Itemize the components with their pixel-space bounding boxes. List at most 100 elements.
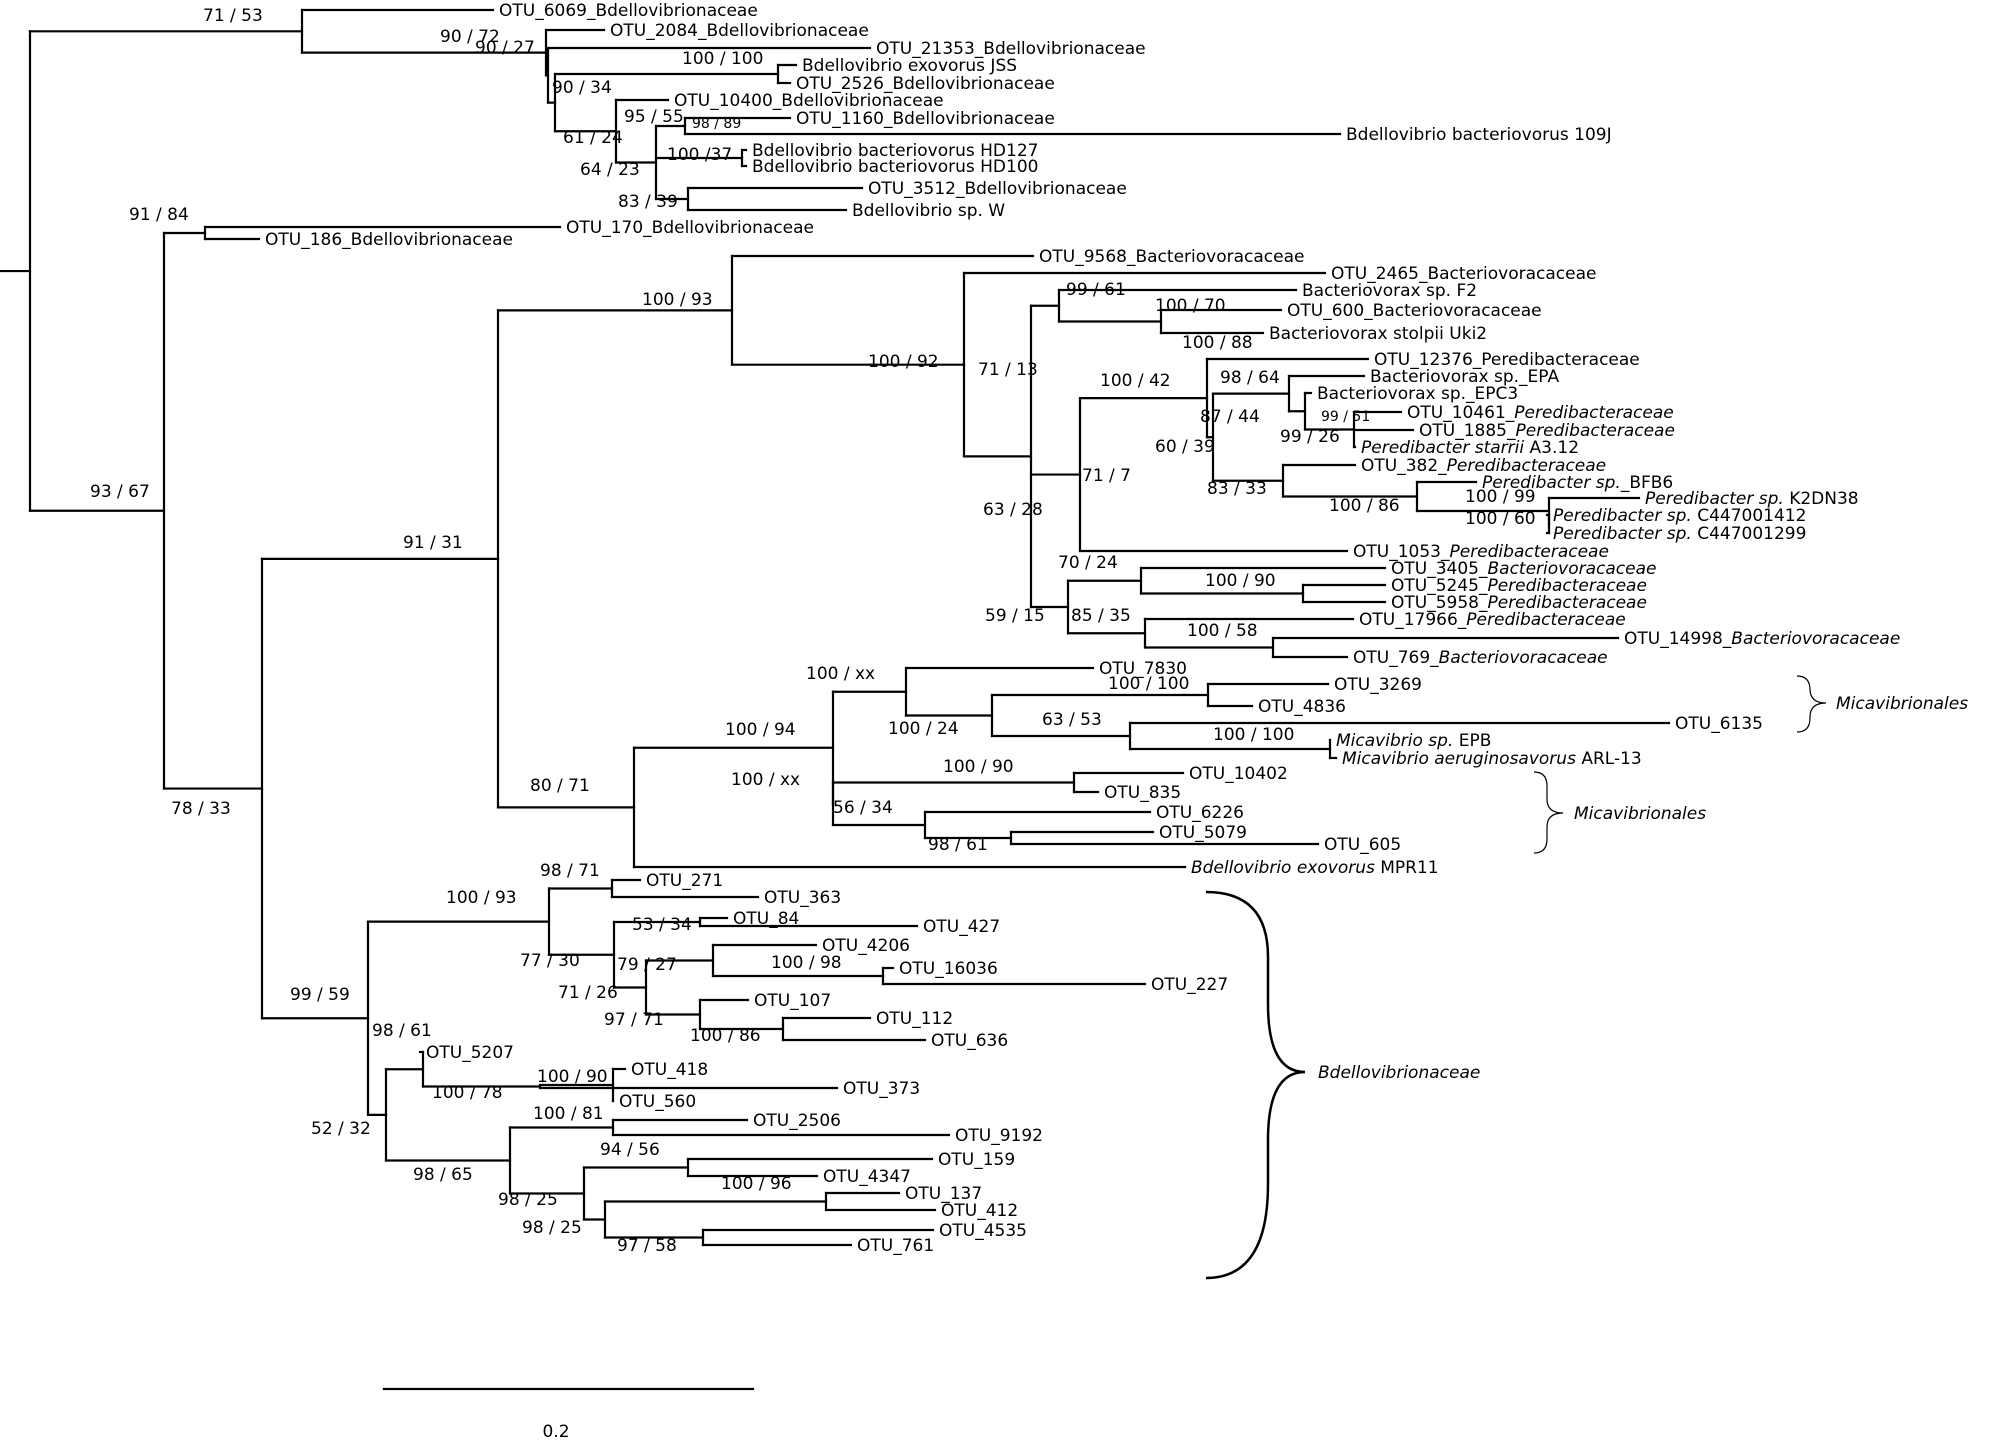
leaf-label: OTU_2465_Bacteriovoracaceae bbox=[1331, 264, 1596, 284]
leaf-label: Micavibrio sp. EPB bbox=[1336, 731, 1491, 751]
leaf-label: OTU_769_Bacteriovoracaceae bbox=[1353, 648, 1608, 668]
leaf-label: OTU_636 bbox=[931, 1031, 1008, 1051]
support-value: 87 / 44 bbox=[1200, 407, 1260, 427]
leaf-label: Bacteriovorax stolpii Uki2 bbox=[1269, 324, 1487, 344]
micavibrionales-lower-brace bbox=[1533, 771, 1564, 854]
support-value: 100 / 92 bbox=[868, 352, 939, 372]
leaf-label: Bdellovibrio bacteriovorus HD127 bbox=[752, 141, 1038, 161]
support-value: 98 / 64 bbox=[1220, 368, 1280, 388]
support-value: 61 / 24 bbox=[563, 128, 623, 148]
support-value: 99 / 59 bbox=[290, 985, 350, 1005]
support-value: 60 / 39 bbox=[1155, 437, 1215, 457]
support-value: 91 / 31 bbox=[403, 533, 463, 553]
support-value: 71 / 53 bbox=[203, 6, 263, 26]
support-value: 100 / 98 bbox=[771, 953, 842, 973]
support-value: 100 / 96 bbox=[721, 1174, 792, 1194]
support-value: 100 / 93 bbox=[446, 888, 517, 908]
leaf-label: OTU_9192 bbox=[955, 1126, 1043, 1146]
support-value: 100 / 100 bbox=[1108, 674, 1189, 694]
support-value: 99 / 51 bbox=[1321, 409, 1370, 425]
support-value: 100 / 60 bbox=[1465, 509, 1536, 529]
support-value: 97 / 58 bbox=[617, 1236, 677, 1256]
leaf-label: Bdellovibrio bacteriovorus HD100 bbox=[752, 157, 1038, 177]
support-value: 98 / 65 bbox=[413, 1165, 473, 1185]
leaf-label: Peredibacter sp._BFB6 bbox=[1482, 473, 1673, 493]
leaf-label: Bacteriovorax sp._EPC3 bbox=[1317, 384, 1518, 404]
support-value: 95 / 55 bbox=[624, 107, 684, 127]
support-value: 83 / 33 bbox=[1207, 479, 1267, 499]
support-value: 99 / 61 bbox=[1066, 280, 1126, 300]
leaf-label: OTU_1053_Peredibacteraceae bbox=[1353, 542, 1609, 562]
tree-branches bbox=[0, 8, 1671, 1247]
support-value: 98 / 25 bbox=[498, 1190, 558, 1210]
support-value: 98 / 61 bbox=[372, 1021, 432, 1041]
support-value: 100 / 94 bbox=[725, 720, 796, 740]
support-value: 71 / 26 bbox=[558, 983, 618, 1003]
support-value: 100 /37 bbox=[667, 145, 732, 165]
leaf-label: OTU_227 bbox=[1151, 975, 1228, 995]
leaf-label: OTU_1160_Bdellovibrionaceae bbox=[796, 109, 1055, 129]
support-value: 100 / 86 bbox=[1329, 496, 1400, 516]
support-value: 90 / 72 bbox=[440, 27, 500, 47]
support-value: 99 / 26 bbox=[1280, 427, 1340, 447]
leaf-label: OTU_10461_Peredibacteraceae bbox=[1407, 403, 1674, 423]
support-value: 100 / 99 bbox=[1465, 487, 1536, 507]
clade-label-micavibrionales-upper: Micavibrionales bbox=[1836, 694, 1968, 714]
support-value: 100 / 58 bbox=[1187, 621, 1258, 641]
support-value: 70 / 24 bbox=[1058, 553, 1118, 573]
support-value: 94 / 56 bbox=[600, 1140, 660, 1160]
leaf-label: Bdellovibrio exovorus JSS bbox=[802, 56, 1017, 76]
leaf-label: OTU_10400_Bdellovibrionaceae bbox=[674, 91, 944, 111]
leaf-label: OTU_7830 bbox=[1099, 659, 1187, 679]
leaf-label: OTU_373 bbox=[843, 1079, 920, 1099]
support-value: 100 / 90 bbox=[537, 1067, 608, 1087]
support-value: 98 / 25 bbox=[522, 1218, 582, 1238]
leaf-label: OTU_159 bbox=[938, 1150, 1015, 1170]
leaf-label: Bdellovibrio sp. W bbox=[852, 201, 1005, 221]
leaf-label: OTU_3512_Bdellovibrionaceae bbox=[868, 179, 1127, 199]
leaf-label: OTU_170_Bdellovibrionaceae bbox=[566, 218, 814, 238]
leaf-label: OTU_363 bbox=[764, 888, 841, 908]
leaf-label: OTU_412 bbox=[941, 1201, 1018, 1221]
support-value: 100 / xx bbox=[806, 664, 875, 684]
support-value: 98 / 71 bbox=[540, 861, 600, 881]
support-value: 98 / 89 bbox=[692, 116, 741, 132]
support-value: 100 / 93 bbox=[642, 290, 713, 310]
leaf-label: OTU_9568_Bacteriovoracaceae bbox=[1039, 247, 1304, 267]
leaf-label: OTU_600_Bacteriovoracaceae bbox=[1287, 301, 1542, 321]
leaf-label: OTU_4535 bbox=[939, 1221, 1027, 1241]
support-value: 78 / 33 bbox=[171, 799, 231, 819]
scale-bar-label: 0.2 bbox=[542, 1422, 569, 1441]
clade-label-micavibrionales-lower: Micavibrionales bbox=[1574, 804, 1706, 824]
support-value: 100 / xx bbox=[731, 770, 800, 790]
leaf-label: Bacteriovorax sp._EPA bbox=[1370, 367, 1559, 387]
support-value: 79 / 27 bbox=[617, 955, 677, 975]
leaf-label: Peredibacter sp. K2DN38 bbox=[1645, 489, 1859, 509]
support-value: 63 / 28 bbox=[983, 500, 1043, 520]
leaf-label: OTU_84 bbox=[733, 909, 799, 929]
bdellovibrionaceae-brace bbox=[1205, 890, 1306, 1280]
leaf-label: OTU_1885_Peredibacteraceae bbox=[1419, 421, 1675, 441]
leaf-label: OTU_3405_Bacteriovoracaceae bbox=[1391, 559, 1656, 579]
leaf-label: OTU_2506 bbox=[753, 1111, 841, 1131]
leaf-label: OTU_186_Bdellovibrionaceae bbox=[265, 230, 513, 250]
support-value: 64 / 23 bbox=[580, 160, 640, 180]
leaf-label: OTU_4347 bbox=[823, 1167, 911, 1187]
support-value: 85 / 35 bbox=[1071, 606, 1131, 626]
leaf-label: Bdellovibrio bacteriovorus 109J bbox=[1346, 125, 1612, 145]
leaf-label: Peredibacter starrii A3.12 bbox=[1361, 438, 1579, 458]
leaf-label: OTU_4836 bbox=[1258, 697, 1346, 717]
support-value: 100 / 70 bbox=[1155, 296, 1226, 316]
leaf-label: OTU_2084_Bdellovibrionaceae bbox=[610, 21, 869, 41]
support-value: 97 / 71 bbox=[604, 1010, 664, 1030]
leaf-label: OTU_107 bbox=[754, 991, 831, 1011]
support-value: 93 / 67 bbox=[90, 482, 150, 502]
support-value: 59 / 15 bbox=[985, 606, 1045, 626]
support-value: 100 / 88 bbox=[1182, 333, 1253, 353]
support-value: 52 / 32 bbox=[311, 1119, 371, 1139]
leaf-label: OTU_5079 bbox=[1159, 823, 1247, 843]
leaf-label: Micavibrio aeruginosavorus ARL-13 bbox=[1342, 749, 1642, 769]
support-value: 98 / 61 bbox=[928, 835, 988, 855]
support-value: 100 / 86 bbox=[690, 1026, 761, 1046]
micavibrionales-upper-brace bbox=[1796, 675, 1827, 733]
